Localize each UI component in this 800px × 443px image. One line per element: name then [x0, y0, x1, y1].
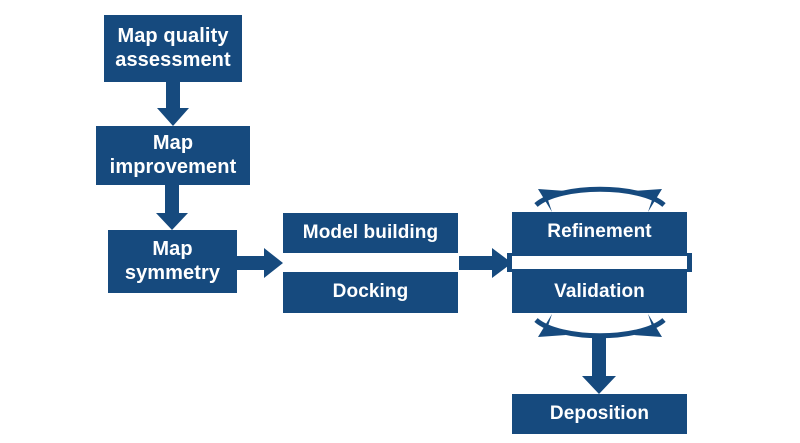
- node-docking-label: Docking: [332, 281, 409, 303]
- connector-symmetry-to-building: [237, 248, 283, 278]
- node-map-symmetry[interactable]: Map symmetry: [108, 230, 237, 293]
- node-map-symmetry-label: Map symmetry: [124, 237, 221, 284]
- node-deposition[interactable]: Deposition: [512, 394, 687, 434]
- refinement-validation-gap: [512, 256, 687, 269]
- connector-cycle-top-arc-heads: [538, 189, 662, 212]
- node-map-improvement[interactable]: Map improvement: [96, 126, 250, 185]
- node-validation[interactable]: Validation: [512, 272, 687, 313]
- connector-cycle-to-deposition: [582, 334, 616, 394]
- node-docking[interactable]: Docking: [283, 272, 458, 313]
- node-map-improvement-label: Map improvement: [109, 131, 237, 178]
- node-map-quality-assessment-label: Map quality assessment: [115, 24, 231, 71]
- connector-cycle-top-arc: [534, 186, 666, 208]
- connector-quality-to-improve: [157, 82, 189, 126]
- node-map-quality-assessment[interactable]: Map quality assessment: [104, 15, 242, 82]
- node-refinement[interactable]: Refinement: [512, 212, 687, 253]
- connector-cycle-bottom-arc-heads: [538, 314, 662, 337]
- connector-cycle-bottom-arc: [534, 317, 666, 339]
- node-model-building-label: Model building: [302, 221, 439, 243]
- node-model-building[interactable]: Model building: [283, 213, 458, 253]
- connector-improve-to-symmetry: [156, 185, 188, 230]
- connector-building-to-refinement: [459, 248, 512, 278]
- node-validation-label: Validation: [554, 281, 645, 303]
- node-refinement-label: Refinement: [547, 221, 652, 243]
- node-deposition-label: Deposition: [549, 402, 650, 424]
